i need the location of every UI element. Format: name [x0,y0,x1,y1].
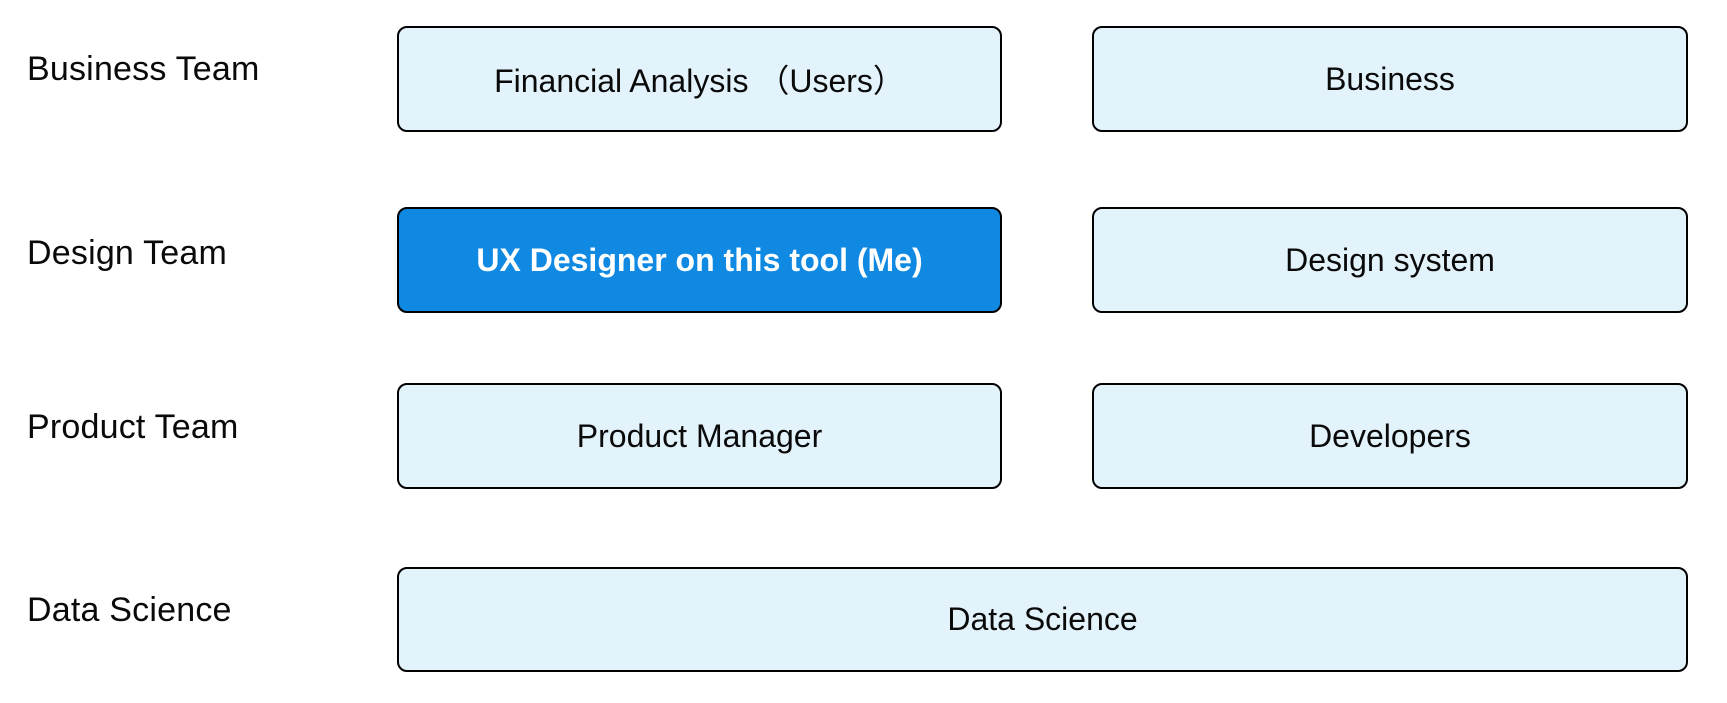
row-label-design-team: Design Team [27,234,228,272]
box-product-manager: Product Manager [397,383,1002,489]
row-label-product-team: Product Team [27,408,239,446]
box-financial-analysis-users: Financial Analysis （Users） [397,26,1002,132]
box-developers: Developers [1092,383,1688,489]
box-ux-designer-me: UX Designer on this tool (Me) [397,207,1002,313]
row-label-business-team: Business Team [27,50,260,88]
box-business: Business [1092,26,1688,132]
box-data-science: Data Science [397,567,1688,672]
row-label-data-science: Data Science [27,591,232,629]
box-design-system: Design system [1092,207,1688,313]
